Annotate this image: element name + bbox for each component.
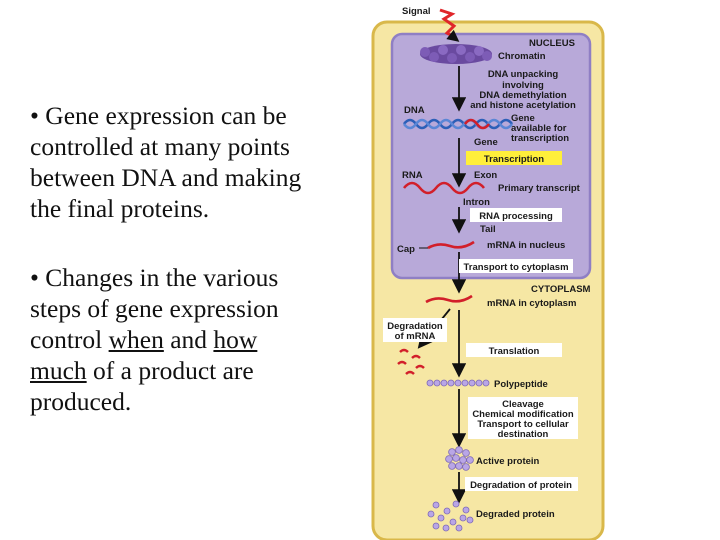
active-protein-label: Active protein	[476, 456, 540, 467]
dna-unpacking-label: and histone acetylation	[470, 100, 576, 111]
bullet2-line: • Changes in the various	[30, 263, 279, 292]
cleavage-label: Cleavage	[502, 399, 544, 410]
rna-processing-label: RNA processing	[479, 211, 553, 222]
rna-processing-box	[470, 208, 562, 222]
degradation-mrna-label: Degradation	[387, 321, 443, 332]
cleavage-label: Chemical modification	[472, 409, 574, 420]
signal-label: Signal	[402, 6, 431, 17]
bullet2-line: steps of gene expression	[30, 294, 279, 323]
bullet1-line: between DNA and making	[30, 163, 302, 192]
active-protein-graphic	[445, 446, 474, 471]
chromatin-label: Chromatin	[498, 51, 546, 62]
cytoplasm-label: CYTOPLASM	[531, 284, 591, 295]
degradation-mrna-label: of mRNA	[395, 331, 436, 342]
degradation-protein-label: Degradation of protein	[470, 480, 572, 491]
bullet2-line: control when and how	[30, 324, 375, 355]
gene-available-label: available for	[511, 123, 567, 134]
cleavage-label: destination	[498, 429, 549, 440]
bullet-text: • Gene expression can be controlled at m…	[30, 100, 375, 455]
transcription-box	[466, 151, 562, 165]
bullet1-line: • Gene expression can be	[30, 101, 287, 130]
dna-unpacking-label: involving	[502, 80, 544, 91]
mrna-nucleus-graphic	[427, 240, 475, 250]
dna-unpacking-label: DNA unpacking	[488, 69, 559, 80]
transcription-label: Transcription	[484, 154, 544, 165]
degraded-mrna-graphic	[397, 348, 425, 375]
primary-transcript-label: Primary transcript	[498, 183, 581, 194]
signal-arrow	[446, 29, 460, 42]
dna-helix-graphic	[402, 118, 514, 130]
nucleus-label: NUCLEUS	[529, 38, 575, 49]
degraded-protein-graphic	[427, 500, 474, 532]
bullet1-line: controlled at many points	[30, 132, 290, 161]
transport-cytoplasm-box	[459, 259, 573, 273]
bullet1-line: the final proteins.	[30, 194, 210, 223]
bullet-gene-expression: • Gene expression can be controlled at m…	[30, 100, 375, 224]
rna-label: RNA	[402, 170, 423, 181]
gene-available-label: Gene	[511, 113, 535, 124]
bullet2-line: produced.	[30, 387, 132, 416]
primary-transcript-graphic	[402, 181, 486, 195]
exon-label: Exon	[474, 170, 497, 181]
cap-label: Cap	[397, 244, 415, 255]
bullet-changes: • Changes in the various steps of gene e…	[30, 262, 375, 417]
bullet2-text: control	[30, 325, 109, 354]
translation-box	[466, 343, 562, 357]
dna-label: DNA	[404, 105, 425, 116]
mrna-nucleus-label: mRNA in nucleus	[487, 240, 565, 251]
gene-available-label: transcription	[511, 133, 569, 144]
cleavage-label: Transport to cellular	[477, 419, 569, 430]
translation-label: Translation	[489, 346, 540, 357]
polypeptide-graphic	[426, 379, 490, 387]
degraded-protein-label: Degraded protein	[476, 509, 555, 520]
underlined-when: when	[108, 325, 164, 354]
degradation-protein-box	[465, 477, 578, 491]
underlined-how: how	[213, 325, 258, 354]
dna-unpacking-label: DNA demethylation	[479, 90, 566, 101]
cleavage-box	[468, 397, 578, 439]
bullet2-text: and	[163, 325, 214, 354]
degradation-mrna-box	[383, 318, 447, 342]
mrna-cytoplasm-label: mRNA in cytoplasm	[487, 298, 576, 309]
tail-label: Tail	[480, 224, 496, 235]
bullet2-line: much of a product are	[30, 355, 375, 386]
underlined-much: much	[30, 356, 87, 385]
transport-cytoplasm-label: Transport to cytoplasm	[463, 262, 568, 273]
polypeptide-label: Polypeptide	[494, 379, 548, 390]
intron-label: Intron	[463, 197, 490, 208]
bullet2-text: of a product are	[86, 356, 254, 385]
chromatin-graphic	[420, 44, 492, 64]
mrna-cytoplasm-graphic	[425, 294, 473, 304]
gene-label: Gene	[474, 137, 498, 148]
